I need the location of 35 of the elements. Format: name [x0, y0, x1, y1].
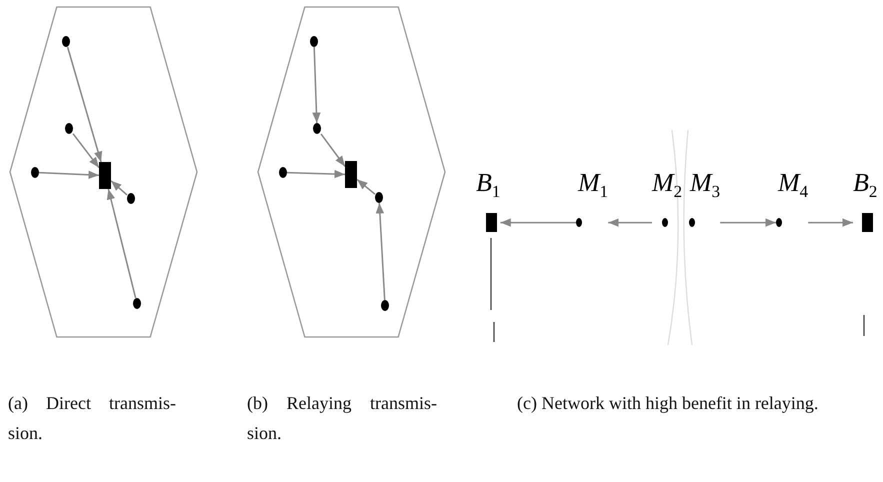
base-station — [345, 161, 357, 188]
mobile-node — [62, 36, 70, 47]
mobile-node — [133, 298, 141, 309]
mobile-node — [127, 193, 135, 204]
arrow — [808, 218, 853, 227]
subfigure-caption: (a) Direct transmis- sion. — [8, 392, 176, 445]
subfigure-caption: (b) Relaying transmis- sion. — [247, 392, 437, 445]
arrow — [106, 188, 136, 298]
mobile-node — [381, 300, 389, 311]
subfigure-caption: (c) Network with high benefit in relaying. — [517, 392, 820, 415]
node-label: B$_{1}$ — [476, 170, 500, 202]
arrow — [376, 202, 386, 300]
arrow — [72, 133, 100, 168]
arrow — [110, 180, 128, 196]
node-label: B$_{2}$ — [853, 170, 878, 202]
arrow — [500, 218, 576, 227]
mobile-node — [375, 192, 383, 203]
arrow — [38, 170, 100, 179]
arrow — [720, 218, 776, 227]
base-station — [99, 162, 111, 189]
arrow — [320, 133, 346, 167]
node-label: M$_{1}$ — [578, 170, 608, 202]
arrow — [286, 170, 346, 178]
node-label: M$_{4}$ — [778, 170, 808, 202]
mobile-node — [310, 36, 318, 47]
arrow — [312, 46, 321, 124]
node-label: M$_{2}$ — [652, 170, 682, 202]
mobile-node — [31, 167, 39, 178]
mobile-node — [279, 167, 287, 178]
arrow — [608, 218, 652, 227]
arrow — [356, 178, 376, 195]
node-label: M$_{3}$ — [690, 170, 720, 202]
arrow — [66, 46, 102, 162]
mobile-node — [313, 123, 321, 134]
mobile-node — [65, 123, 73, 134]
